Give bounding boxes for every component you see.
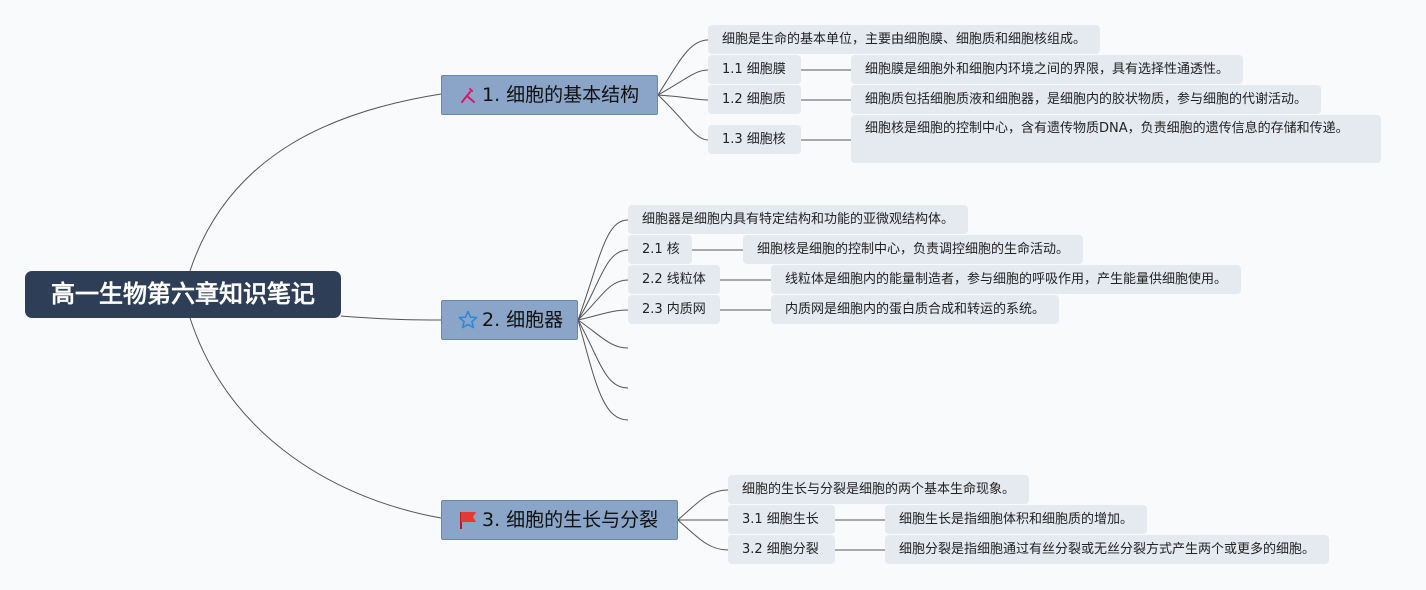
branch-label: 2. 细胞器 bbox=[482, 309, 564, 331]
detail-node[interactable]: 细胞质包括细胞质液和细胞器，是细胞内的胶状物质，参与细胞的代谢活动。 bbox=[851, 85, 1322, 114]
topic-node[interactable]: 3.2 细胞分裂 bbox=[728, 535, 835, 564]
topic-node[interactable]: 2.1 核 bbox=[628, 235, 692, 264]
summary-node[interactable]: 细胞器是细胞内具有特定结构和功能的亚微观结构体。 bbox=[628, 205, 969, 234]
topic-node[interactable]: 3.1 细胞生长 bbox=[728, 505, 835, 534]
flag-icon bbox=[458, 510, 478, 530]
topic-node[interactable]: 1.2 细胞质 bbox=[708, 85, 801, 114]
detail-node[interactable]: 细胞膜是细胞外和细胞内环境之间的界限，具有选择性通透性。 bbox=[851, 55, 1244, 84]
tools-icon bbox=[458, 85, 478, 105]
topic-node[interactable]: 1.1 细胞膜 bbox=[708, 55, 801, 84]
detail-node[interactable]: 细胞生长是指细胞体积和细胞质的增加。 bbox=[885, 505, 1148, 534]
summary-node[interactable]: 细胞是生命的基本单位，主要由细胞膜、细胞质和细胞核组成。 bbox=[708, 25, 1101, 54]
topic-node[interactable]: 1.3 细胞核 bbox=[708, 125, 801, 154]
branch-label: 1. 细胞的基本结构 bbox=[482, 84, 640, 106]
detail-node[interactable]: 细胞分裂是指细胞通过有丝分裂或无丝分裂方式产生两个或更多的细胞。 bbox=[885, 535, 1330, 564]
detail-node[interactable]: 细胞核是细胞的控制中心，含有遗传物质DNA，负责细胞的遗传信息的存储和传递。 bbox=[851, 115, 1381, 163]
branch-organelles[interactable]: 2. 细胞器 bbox=[441, 300, 578, 340]
topic-node[interactable]: 2.2 线粒体 bbox=[628, 265, 720, 294]
branch-cell-structure[interactable]: 1. 细胞的基本结构 bbox=[441, 75, 658, 115]
star-icon bbox=[458, 310, 478, 330]
detail-node[interactable]: 内质网是细胞内的蛋白质合成和转运的系统。 bbox=[771, 295, 1060, 324]
branch-growth-division[interactable]: 3. 细胞的生长与分裂 bbox=[441, 500, 678, 540]
root-node[interactable]: 高一生物第六章知识笔记 bbox=[25, 271, 341, 318]
summary-node[interactable]: 细胞的生长与分裂是细胞的两个基本生命现象。 bbox=[728, 475, 1030, 504]
branch-label: 3. 细胞的生长与分裂 bbox=[482, 509, 659, 531]
topic-node[interactable]: 2.3 内质网 bbox=[628, 295, 720, 324]
detail-node[interactable]: 线粒体是细胞内的能量制造者，参与细胞的呼吸作用，产生能量供细胞使用。 bbox=[771, 265, 1242, 294]
detail-node[interactable]: 细胞核是细胞的控制中心，负责调控细胞的生命活动。 bbox=[743, 235, 1084, 264]
